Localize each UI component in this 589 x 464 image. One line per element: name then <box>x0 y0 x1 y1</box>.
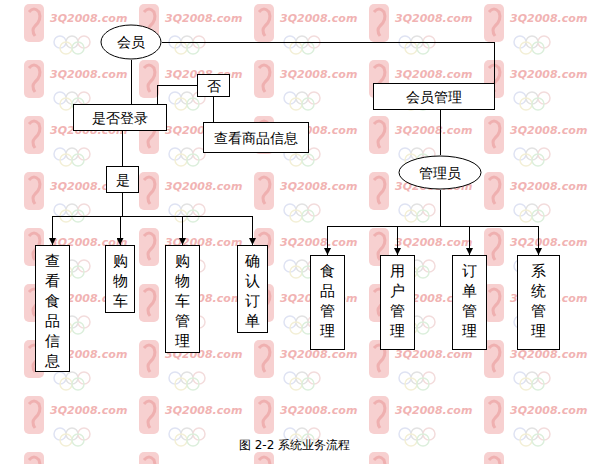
node-label: 食品管理 <box>319 261 336 341</box>
node-label: 查看商品信息 <box>214 129 298 147</box>
watermark-text: 3Q2008.com <box>280 12 357 25</box>
watermark-text: 3Q2008.com <box>510 124 587 137</box>
actor-ellipse: 会员 <box>100 24 162 60</box>
function-box: 购物车管理 <box>165 245 200 353</box>
watermark-text: 3Q2008.com <box>280 404 357 417</box>
flow-connector <box>123 193 183 245</box>
watermark-text: 3Q2008.com <box>280 236 357 249</box>
branch-box: 否 <box>197 74 230 97</box>
decision-box: 是否登录 <box>73 104 167 131</box>
watermark-text: 3Q2008.com <box>510 68 587 81</box>
node-label: 用户管理 <box>389 261 406 341</box>
node-label: 会员管理 <box>406 88 462 106</box>
function-box: 确认订单 <box>237 245 268 333</box>
node-label: 购物车管理 <box>174 251 191 351</box>
watermark-text: 3Q2008.com <box>50 68 127 81</box>
watermark-text: 3Q2008.com <box>280 68 357 81</box>
watermark-text: 3Q2008.com <box>395 124 472 137</box>
process-box: 查看商品信息 <box>203 122 309 153</box>
watermark-text: 3Q2008.com <box>510 236 587 249</box>
flow-connector <box>122 131 123 166</box>
watermark-text: 3Q2008.com <box>50 12 127 25</box>
watermark-text: 3Q2008.com <box>510 180 587 193</box>
watermark-text: 3Q2008.com <box>395 236 472 249</box>
node-label: 查看食品信息 <box>44 251 61 371</box>
function-box: 系统管理 <box>517 255 560 350</box>
watermark-text: 3Q2008.com <box>280 180 357 193</box>
function-box: 订单管理 <box>452 255 487 350</box>
figure-caption: 图 2-2 系统业务流程 <box>0 437 589 453</box>
node-label: 是否登录 <box>92 109 148 127</box>
function-box: 购物车 <box>105 245 135 313</box>
watermark-text: 3Q2008.com <box>510 404 587 417</box>
node-label: 否 <box>207 77 221 95</box>
node-label: 确认订单 <box>244 251 261 331</box>
flow-connector <box>328 190 441 255</box>
flow-connector <box>440 190 470 255</box>
node-label: 是 <box>116 171 130 189</box>
flow-connector <box>131 60 132 104</box>
watermark-text: 3Q2008.com <box>395 68 472 81</box>
node-label: 系统管理 <box>530 261 547 341</box>
branch-box: 是 <box>106 166 139 193</box>
watermark-text: 3Q2008.com <box>165 12 242 25</box>
watermark-text: 3Q2008.com <box>165 404 242 417</box>
flow-connector <box>123 193 253 245</box>
flow-connector <box>440 190 539 255</box>
function-box: 查看食品信息 <box>35 245 70 372</box>
node-label: 管理员 <box>419 164 461 182</box>
process-box: 会员管理 <box>373 83 495 110</box>
watermark-text: 3Q2008.com <box>165 180 242 193</box>
flow-connector <box>157 86 197 105</box>
function-box: 用户管理 <box>380 255 415 350</box>
node-label: 会员 <box>117 33 145 51</box>
node-label: 购物车 <box>112 251 129 311</box>
watermark-text: 3Q2008.com <box>510 12 587 25</box>
watermark-text: 3Q2008.com <box>50 404 127 417</box>
node-label: 订单管理 <box>461 261 478 341</box>
function-box: 食品管理 <box>310 255 345 350</box>
watermark-text: 3Q2008.com <box>395 404 472 417</box>
flow-connector <box>213 97 214 122</box>
flow-connector <box>53 193 123 245</box>
flow-connector <box>440 110 441 155</box>
flow-connector <box>398 190 441 255</box>
watermark-text: 3Q2008.com <box>395 12 472 25</box>
actor-ellipse: 管理员 <box>398 155 482 190</box>
